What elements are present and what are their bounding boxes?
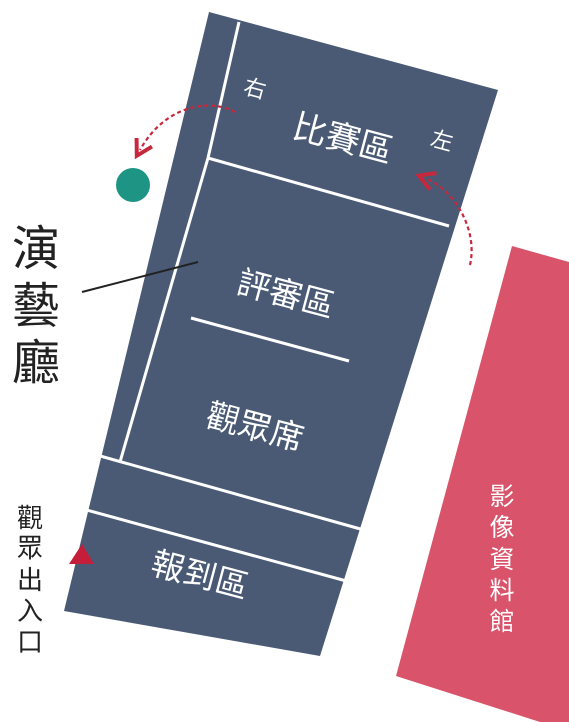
audience-exit-char: 入: [17, 597, 43, 627]
annex-name-char: 料: [489, 576, 514, 605]
annex-name-char: 像: [489, 513, 514, 542]
side-aisle-line-upper: [206, 21, 241, 159]
entrance-triangle-icon: [69, 544, 94, 564]
left-curved-arrow: [134, 104, 236, 160]
judges-audience-divider: [190, 316, 350, 363]
main-building: [64, 12, 498, 656]
registration-divider: [71, 504, 351, 584]
audience-exit-label: 觀 眾 出 入 口: [17, 504, 43, 658]
right-curved-arrow: [415, 171, 473, 266]
hall-title: 演 藝 廳: [12, 221, 60, 391]
building-divisions: [71, 21, 450, 584]
audience-exit-char: 眾: [17, 534, 43, 564]
audience-exit-char: 出: [17, 566, 43, 596]
hall-pointer-line: [81, 261, 199, 293]
competition-zone-divider: [207, 156, 450, 228]
annex-name-char: 資: [489, 545, 514, 574]
hall-title-char: 廳: [12, 335, 60, 391]
annex-name-label: 影 像 資 料 館: [489, 482, 514, 636]
annex-name-char: 影: [489, 482, 514, 511]
audience-exit-char: 觀: [17, 504, 43, 534]
annex-name-char: 館: [489, 607, 514, 636]
annex-building: [396, 246, 569, 722]
hall-title-char: 演: [12, 221, 60, 277]
teal-dot-marker: [116, 168, 150, 202]
hall-title-char: 藝: [12, 278, 60, 334]
seating-divider: [85, 450, 365, 532]
side-aisle-line: [118, 157, 210, 463]
audience-exit-char: 口: [17, 628, 43, 658]
